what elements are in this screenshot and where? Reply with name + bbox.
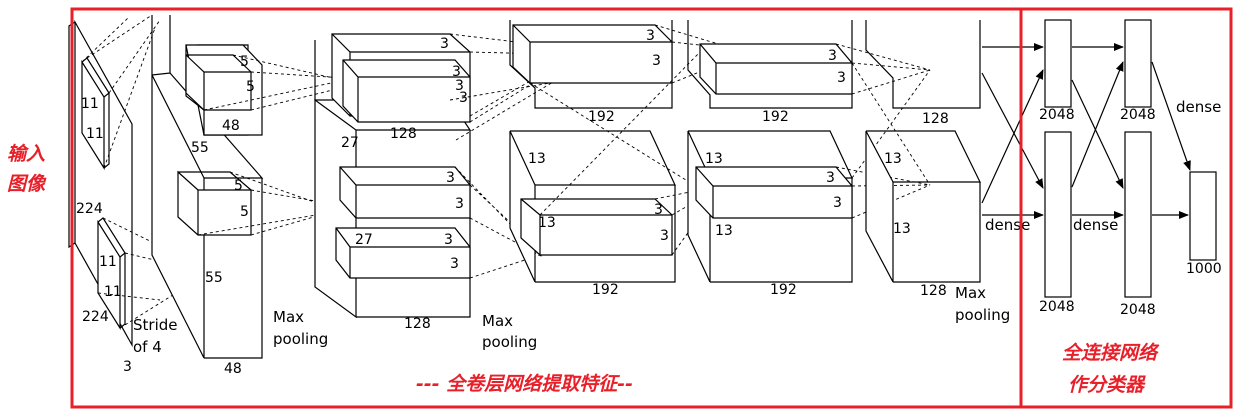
conv3-kernel-top-2: 3 (652, 53, 661, 69)
pool2-label-1: Max (482, 312, 513, 330)
conv1-kernel-bottom-2: 5 (240, 204, 249, 220)
conv5-depth-bottom-label: 128 (920, 283, 947, 299)
pool1-label-1: Max (273, 308, 304, 326)
conv2-kernel-top-2: 3 (452, 64, 461, 80)
conv3-kernel-bottom-1: 3 (654, 202, 663, 218)
input-volume (68, 14, 206, 348)
conv4-depth-bottom-label: 192 (770, 282, 797, 298)
pool1-label-2: pooling (273, 330, 328, 348)
kernel-w2-label: 11 (104, 284, 122, 300)
fc6-top-label: 2048 (1039, 107, 1075, 123)
feature-section-label: --- 全卷层网络提取特征-- (416, 373, 633, 395)
stride-label-2: of 4 (133, 338, 162, 356)
fc6-bottom-bar (1044, 131, 1072, 298)
input-image-label-1: 输入 (7, 143, 45, 165)
conv2-kernel-top-3: 3 (455, 78, 464, 94)
conv4-kernel-bottom-1: 3 (826, 170, 835, 186)
conv1-volume (151, 15, 356, 359)
pool3-label-2: pooling (955, 306, 1010, 324)
conv4-size2-label: 13 (715, 223, 733, 239)
fc7-bottom-label: 2048 (1120, 302, 1156, 318)
conv2-size2-label: 27 (355, 232, 373, 248)
input-size-bottom-label: 224 (82, 309, 109, 325)
conv2-kernel-bottom-3: 3 (444, 232, 453, 248)
conv1-size-label: 55 (191, 140, 209, 156)
conv3-kernel-bottom-2: 3 (660, 228, 669, 244)
kernel-w-label: 11 (86, 126, 104, 142)
kernel-h-label: 11 (81, 96, 99, 112)
classifier-label-2: 作分类器 (1068, 374, 1146, 396)
pool3-label-1: Max (955, 284, 986, 302)
conv1-kernel-top-2: 5 (246, 79, 255, 95)
conv4-volume (687, 20, 931, 283)
diagram-labels: 224 224 3 11 11 11 11 Stride of 4 55 55 … (76, 28, 1222, 377)
fc7-bottom-bar (1124, 131, 1152, 298)
conv2-depth-bottom-label: 128 (404, 316, 431, 332)
conv3-volume (509, 20, 746, 283)
input-channels-label: 3 (123, 359, 132, 375)
dense-label-3: dense (1176, 98, 1221, 116)
conv4-size-label: 13 (705, 151, 723, 167)
fc7-top-bar (1124, 19, 1152, 108)
dense-label-2: dense (1073, 216, 1118, 234)
conv1-kernel-top-1: 5 (240, 54, 249, 70)
red-annotations: 输入 图像 --- 全卷层网络提取特征-- 全连接网络 作分类器 (7, 143, 1160, 396)
kernel-h2-label: 11 (99, 254, 117, 270)
conv4-kernel-top-1: 3 (828, 48, 837, 64)
classifier-frame (1019, 7, 1233, 409)
fc-layers (981, 19, 1217, 298)
output-bar (1189, 171, 1217, 261)
conv5-volume (865, 20, 981, 283)
conv3-size2-label: 13 (538, 215, 556, 231)
conv2-kernel-bottom-1: 3 (446, 170, 455, 186)
fc7-top-label: 2048 (1120, 107, 1156, 123)
conv4-depth-top-label: 192 (762, 109, 789, 125)
conv2-volume (314, 33, 591, 319)
conv2-kernel-top-4: 3 (459, 90, 468, 106)
conv2-kernel-bottom-2: 3 (455, 196, 464, 212)
classifier-label-1: 全连接网络 (1062, 342, 1160, 364)
conv2-kernel-top-1: 3 (440, 36, 449, 52)
conv1-depth-bottom-label: 48 (224, 361, 242, 377)
conv5-depth-top-label: 128 (922, 111, 949, 127)
conv2-size-label: 27 (341, 135, 359, 151)
conv5-size-label: 13 (884, 151, 902, 167)
input-image-label-2: 图像 (7, 173, 47, 195)
conv1-kernel-bottom-1: 5 (234, 178, 243, 194)
input-size-label: 224 (76, 201, 103, 217)
conv4-kernel-top-2: 3 (837, 70, 846, 86)
dense-label-1: dense (985, 216, 1030, 234)
fc6-top-bar (1044, 19, 1072, 108)
conv1-depth-top-label: 48 (222, 118, 240, 134)
conv3-depth-bottom-label: 192 (592, 282, 619, 298)
conv2-kernel-bottom-4: 3 (450, 256, 459, 272)
conv4-kernel-bottom-2: 3 (833, 195, 842, 211)
conv3-kernel-top-1: 3 (646, 28, 655, 44)
stride-label-1: Stride (133, 316, 178, 334)
conv2-depth-top-label: 128 (390, 126, 417, 142)
fc6-bottom-label: 2048 (1039, 299, 1075, 315)
conv3-size-label: 13 (528, 151, 546, 167)
pool2-label-2: pooling (482, 333, 537, 351)
conv3-depth-top-label: 192 (588, 109, 615, 125)
conv1-size2-label: 55 (205, 270, 223, 286)
output-label: 1000 (1186, 261, 1222, 277)
conv5-size2-label: 13 (893, 221, 911, 237)
